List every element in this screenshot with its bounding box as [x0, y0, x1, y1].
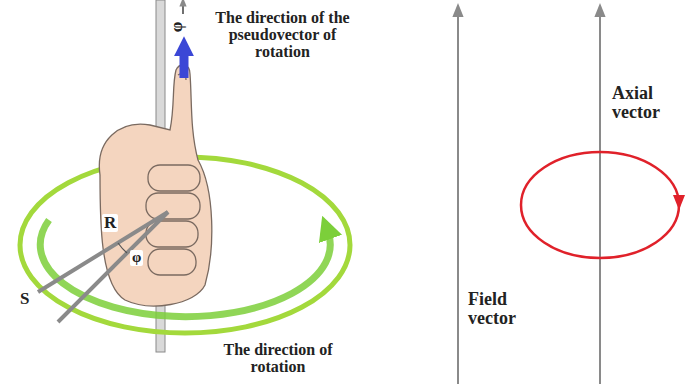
- field-vector-arrow: [457, 10, 459, 384]
- radius-label: R: [102, 214, 118, 232]
- radius-line: [38, 212, 168, 292]
- axial-vector-label: Axial vector: [612, 84, 692, 122]
- vector-sign: [182, 2, 183, 14]
- rotation-arrowhead: [673, 195, 685, 210]
- rotation-circle: [521, 152, 679, 258]
- vector-symbol: φ: [168, 22, 186, 33]
- rotation-arrow: [40, 220, 330, 317]
- point-label: S: [20, 290, 29, 308]
- right-hand: [99, 65, 211, 306]
- rotation-label: The direction of rotation: [218, 342, 338, 376]
- field-vector-label: Field vector: [468, 290, 548, 328]
- angle-label: φ: [130, 250, 143, 266]
- radius-line: [58, 212, 168, 322]
- axial-vector-arrow: [599, 10, 601, 384]
- pseudovector-label: The direction of the pseudovector of rot…: [200, 10, 365, 60]
- rotation-ellipse: [20, 157, 350, 333]
- angle-arc: [118, 243, 127, 253]
- pseudovector-arrow: [180, 50, 189, 78]
